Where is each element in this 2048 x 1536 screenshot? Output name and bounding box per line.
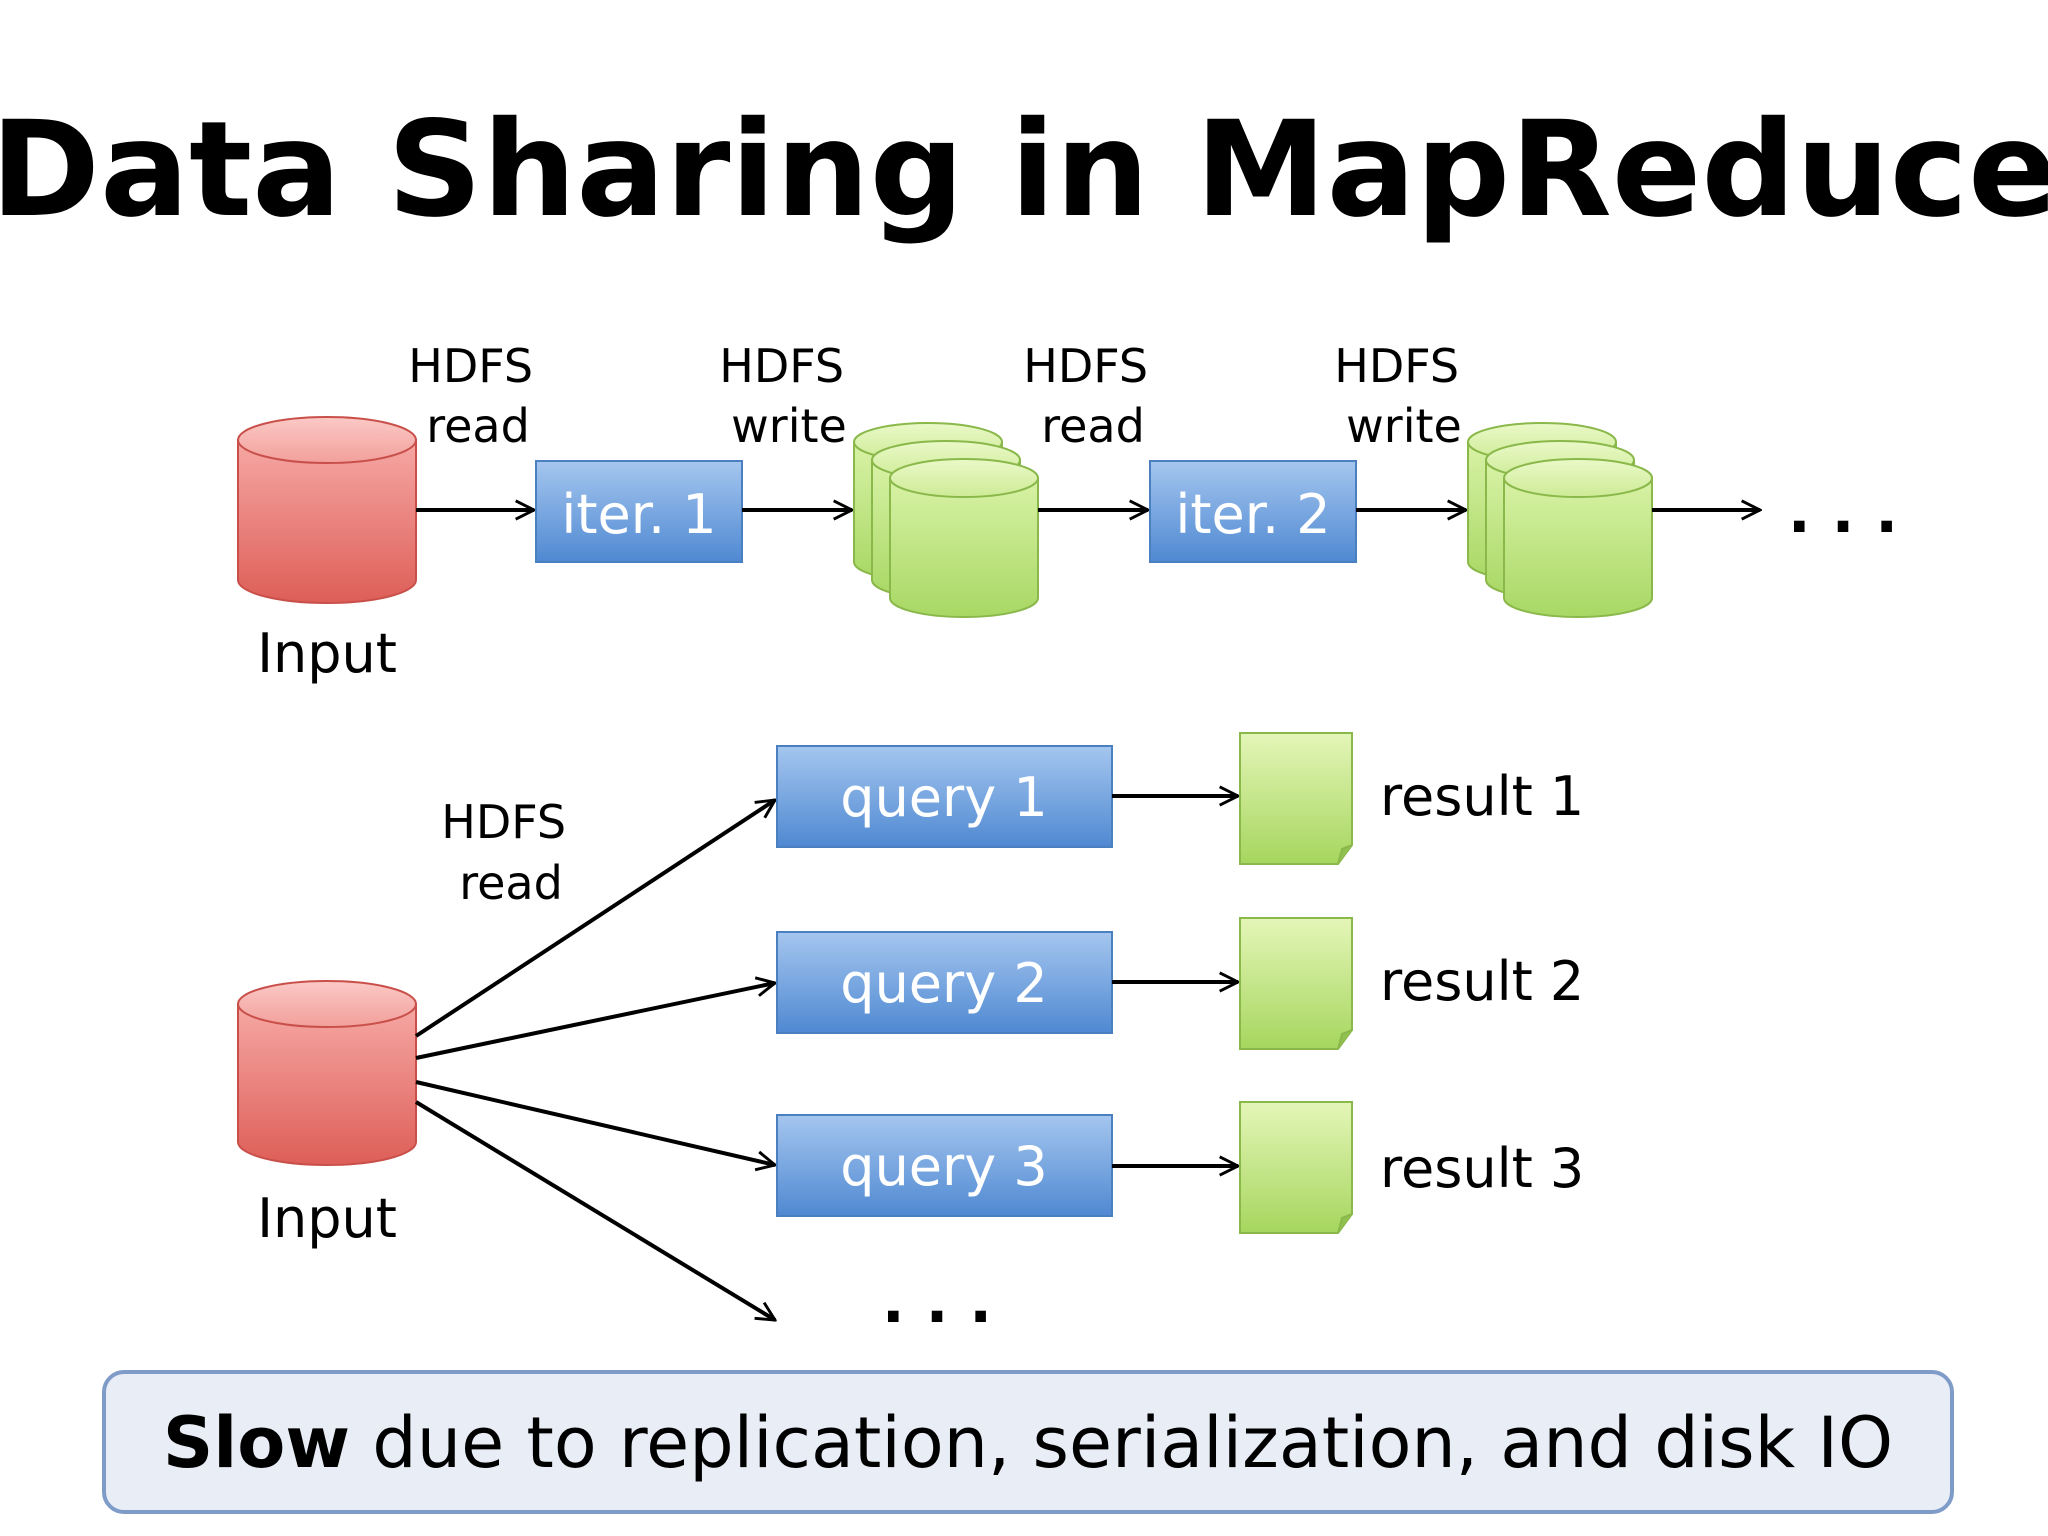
page-title: Data Sharing in MapReduce xyxy=(0,93,2048,247)
hdfs-write-label-1: HDFS write xyxy=(719,339,859,453)
footer-callout-box xyxy=(102,1370,1954,1514)
interactive-ellipsis: . . . xyxy=(882,1267,992,1337)
arrow-input-to-more xyxy=(414,1100,775,1322)
result1-document-icon xyxy=(1239,732,1353,865)
query3-label: query 3 xyxy=(840,1135,1047,1198)
iter2-label: iter. 2 xyxy=(1175,483,1330,546)
arrow-input-to-query1 xyxy=(414,800,775,1038)
query2-process-box: query 2 xyxy=(776,931,1113,1034)
input-database-icon-top xyxy=(237,416,417,604)
footer-callout-text: Slow due to replication, serialization, … xyxy=(163,1402,1893,1484)
hdfs-storage-stack-icon-2 xyxy=(1467,422,1653,618)
footer-rest-text: due to replication, serialization, and d… xyxy=(350,1402,1893,1484)
arrow-input-to-query3 xyxy=(415,1080,775,1165)
hdfs-read-label-1: HDFS read xyxy=(408,339,548,453)
iter2-process-box: iter. 2 xyxy=(1149,460,1357,563)
query1-process-box: query 1 xyxy=(776,745,1113,848)
hdfs-read-label-bottom: HDFS read xyxy=(441,795,581,910)
input-label-top: Input xyxy=(257,622,397,685)
iter1-process-box: iter. 1 xyxy=(535,460,743,563)
arrow-input-to-query2 xyxy=(415,983,775,1060)
result2-document-icon xyxy=(1239,917,1353,1050)
query1-label: query 1 xyxy=(840,766,1047,829)
iter1-label: iter. 1 xyxy=(561,483,716,546)
result3-document-icon xyxy=(1239,1101,1353,1234)
result1-label: result 1 xyxy=(1380,765,1584,828)
result2-label: result 2 xyxy=(1380,950,1584,1013)
query3-process-box: query 3 xyxy=(776,1114,1113,1217)
footer-bold-word: Slow xyxy=(163,1402,350,1484)
hdfs-write-label-2: HDFS write xyxy=(1334,339,1474,453)
hdfs-storage-stack-icon-1 xyxy=(853,422,1039,618)
hdfs-read-label-2: HDFS read xyxy=(1023,339,1163,453)
query2-label: query 2 xyxy=(840,952,1047,1015)
result3-label: result 3 xyxy=(1380,1137,1584,1200)
input-label-bottom: Input xyxy=(257,1187,397,1250)
input-database-icon-bottom xyxy=(237,980,417,1166)
iterative-ellipsis: . . . xyxy=(1788,477,1898,547)
